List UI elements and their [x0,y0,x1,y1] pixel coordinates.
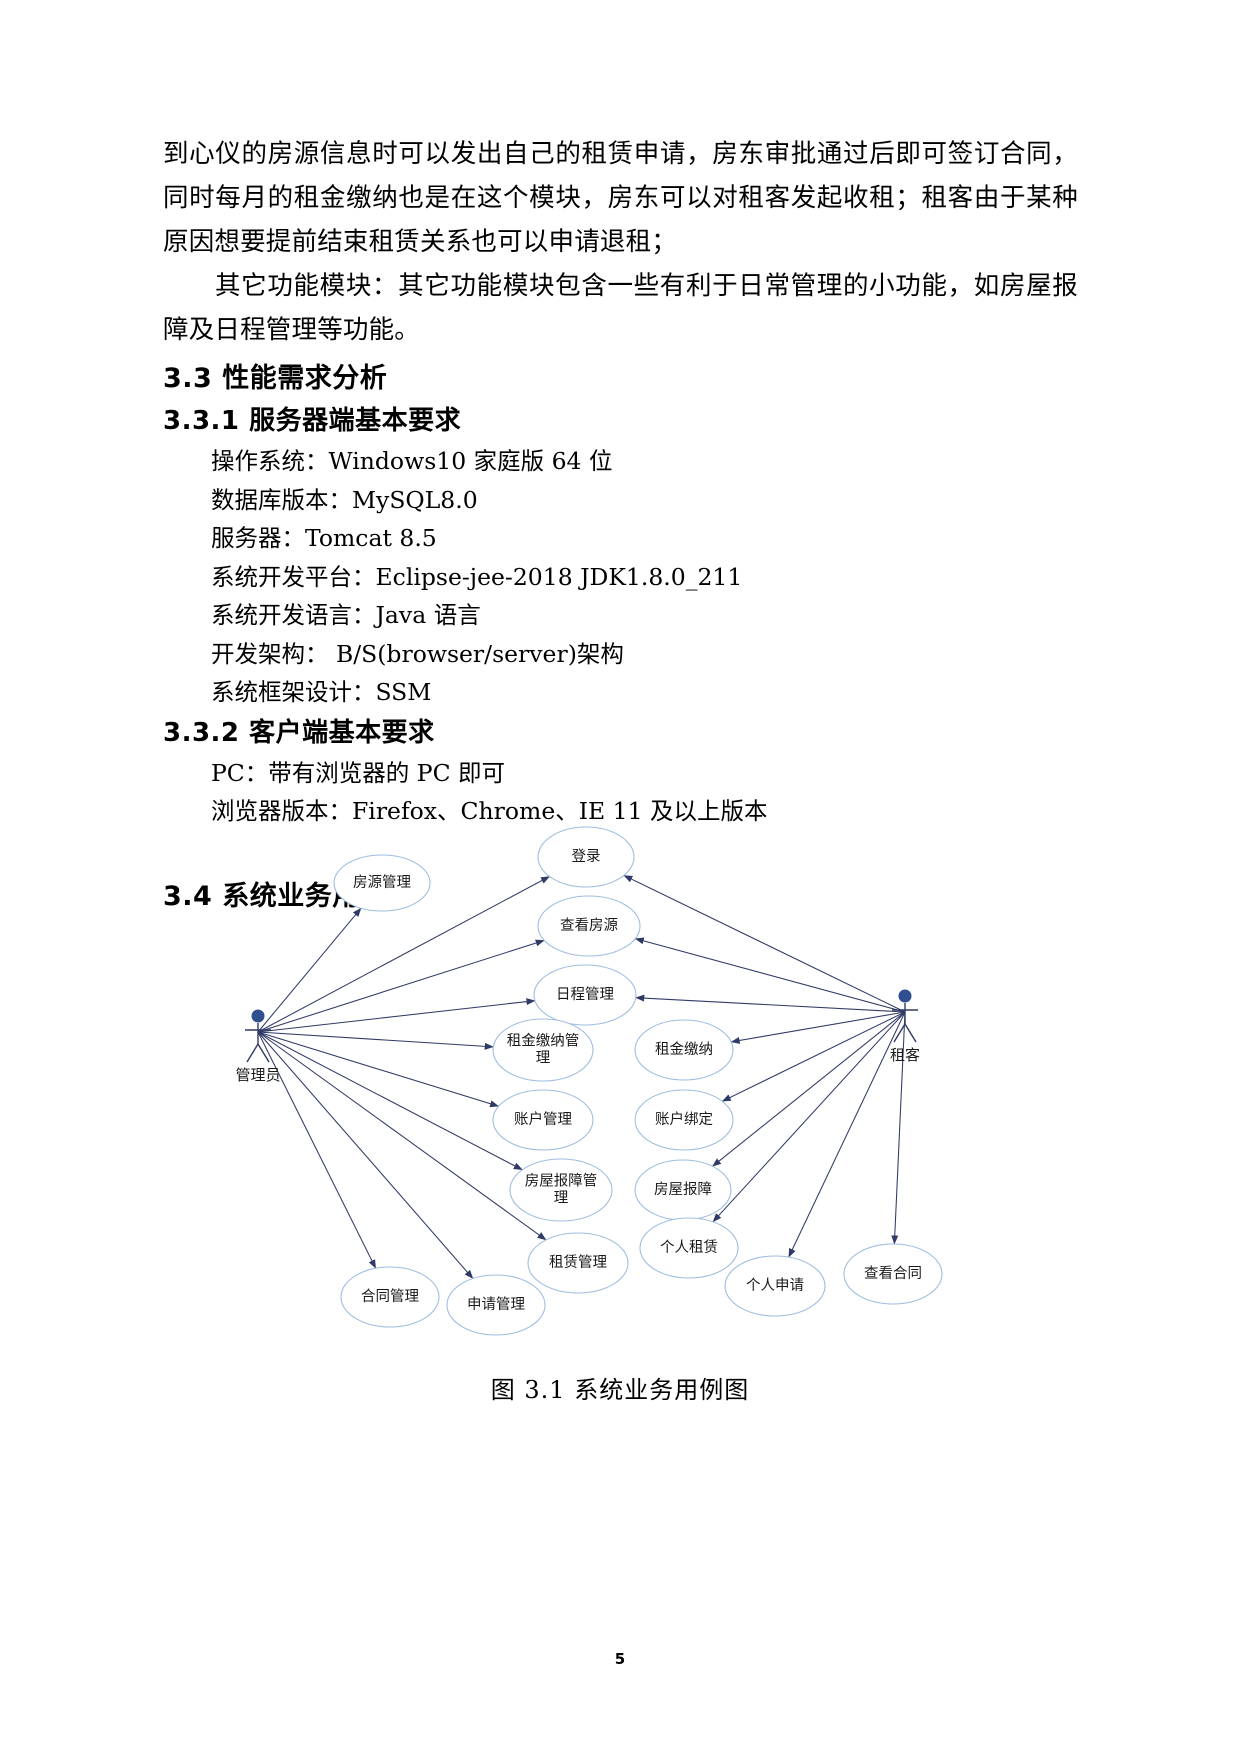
paragraph-rental-module: 到心仪的房源信息时可以发出自己的租赁申请，房东审批通过后即可签订合同，同时每月的… [163,139,1078,257]
use-case-label: 房屋报障管 [525,1172,598,1190]
use-case-association [257,1031,547,1241]
use-case-fangyuan_guanli: 房源管理 [333,854,431,912]
heading-3-3: 3.3 性能需求分析 [163,363,388,394]
use-case-association [257,998,536,1033]
use-case-label: 账户管理 [514,1111,572,1128]
use-case-association [257,1031,523,1171]
use-case-association [257,939,545,1033]
heading-3-3-1: 3.3.1 服务器端基本要求 [163,406,462,436]
use-case-chakan_hetong: 查看合同 [843,1243,943,1305]
use-case-label: 个人租赁 [660,1239,718,1256]
use-case-nodes: 房源管理登录查看房源日程管理租金缴纳管理租金缴纳账户管理账户绑定房屋报障管理房屋… [333,826,943,1336]
use-case-association [257,876,550,1033]
actor-tenant: 租客 [890,989,920,1064]
use-case-chakan_fangyuan: 查看房源 [537,895,641,957]
list-item: 服务器：Tomcat 8.5 [211,524,437,552]
use-case-label: 查看合同 [864,1265,922,1282]
use-case-association [257,1031,377,1269]
actor-label: 租客 [890,1046,920,1064]
use-case-richeng_guanli: 日程管理 [533,964,637,1026]
use-case-actors: 管理员 租客 [235,989,920,1084]
list-item: 系统开发平台：Eclipse-jee-2018 JDK1.8.0_211 [211,562,743,591]
heading-3-3-2: 3.3.2 客户端基本要求 [163,717,435,748]
list-item: 浏览器版本：Firefox、Chrome、IE 11 及以上版本 [211,797,768,825]
use-case-association [257,1031,500,1108]
use-case-association [257,907,362,1033]
use-case-diagram-canvas: 房源管理登录查看房源日程管理租金缴纳管理租金缴纳账户管理账户绑定房屋报障管理房屋… [235,826,943,1336]
use-case-label: 登录 [572,848,601,865]
list-item: 开发架构： B/S(browser/server)架构 [211,639,624,668]
document-text-column: 到心仪的房源信息时可以发出自己的租赁申请，房东审批通过后即可签订合同，同时每月的… [163,132,1078,917]
use-case-label: 申请管理 [467,1296,525,1313]
list-item: PC：带有浏览器的 PC 即可 [211,758,506,787]
use-case-association [623,874,906,1013]
use-case-label: 房屋报障 [654,1180,712,1198]
use-case-denglu: 登录 [537,826,635,888]
use-case-label: 查看房源 [560,917,618,934]
use-case-zhanghu_guanli: 账户管理 [492,1089,594,1151]
server-requirements-list: 操作系统：Windows10 家庭版 64 位 数据库版本：MySQL8.0 服… [163,442,1078,712]
use-case-label: 理 [536,1051,551,1067]
page-number: 5 [614,1650,626,1668]
use-case-association [788,1011,906,1258]
use-case-label: 理 [554,1191,569,1207]
use-case-association [635,994,906,1013]
list-item: 数据库版本：MySQL8.0 [211,485,478,514]
actor-label: 管理员 [235,1066,280,1084]
use-case-label: 日程管理 [556,986,614,1003]
use-case-fangwu_baozhang: 房屋报障 [634,1159,732,1221]
actor-admin: 管理员 [235,1009,281,1084]
figure-caption: 图 3.1 系统业务用例图 [490,1376,750,1404]
use-case-label: 个人申请 [746,1277,804,1294]
use-case-zulin_guanli: 租赁管理 [527,1232,629,1294]
use-case-zujin_jiaona: 租金缴纳 [634,1019,734,1081]
use-case-geren_shenqing: 个人申请 [724,1255,826,1317]
use-case-label: 租金缴纳 [655,1041,713,1058]
use-case-links [257,874,906,1279]
paragraph-other-modules: 其它功能模块：其它功能模块包含一些有利于日常管理的小功能，如房屋报障及日程管理等… [163,271,1078,345]
use-case-hetong_guanli: 合同管理 [340,1266,440,1328]
use-case-label: 租金缴纳管 [507,1033,580,1050]
use-case-label: 账户绑定 [655,1111,713,1128]
use-case-zhanghu_bangding: 账户绑定 [634,1089,734,1151]
use-case-association [634,937,906,1013]
use-case-diagram: 房源管理登录查看房源日程管理租金缴纳管理租金缴纳账户管理账户绑定房屋报障管理房屋… [0,820,1240,1340]
use-case-association [257,1031,474,1279]
use-case-label: 房源管理 [353,874,411,891]
use-case-association [721,1011,906,1102]
list-item: 系统框架设计：SSM [211,678,432,706]
use-case-association [730,1011,906,1044]
use-case-association [257,1031,494,1050]
use-case-association [891,1011,906,1245]
use-case-shenqing_guanli: 申请管理 [446,1274,546,1336]
use-case-association [712,1011,906,1167]
use-case-label: 合同管理 [361,1288,419,1305]
use-case-label: 租赁管理 [549,1254,607,1271]
use-case-geren_zulin: 个人租赁 [639,1217,739,1279]
list-item: 操作系统：Windows10 家庭版 64 位 [211,447,613,475]
client-requirements-list: PC：带有浏览器的 PC 即可 浏览器版本：Firefox、Chrome、IE … [163,754,1078,831]
use-case-association [712,1011,906,1223]
list-item: 系统开发语言：Java 语言 [211,601,481,629]
